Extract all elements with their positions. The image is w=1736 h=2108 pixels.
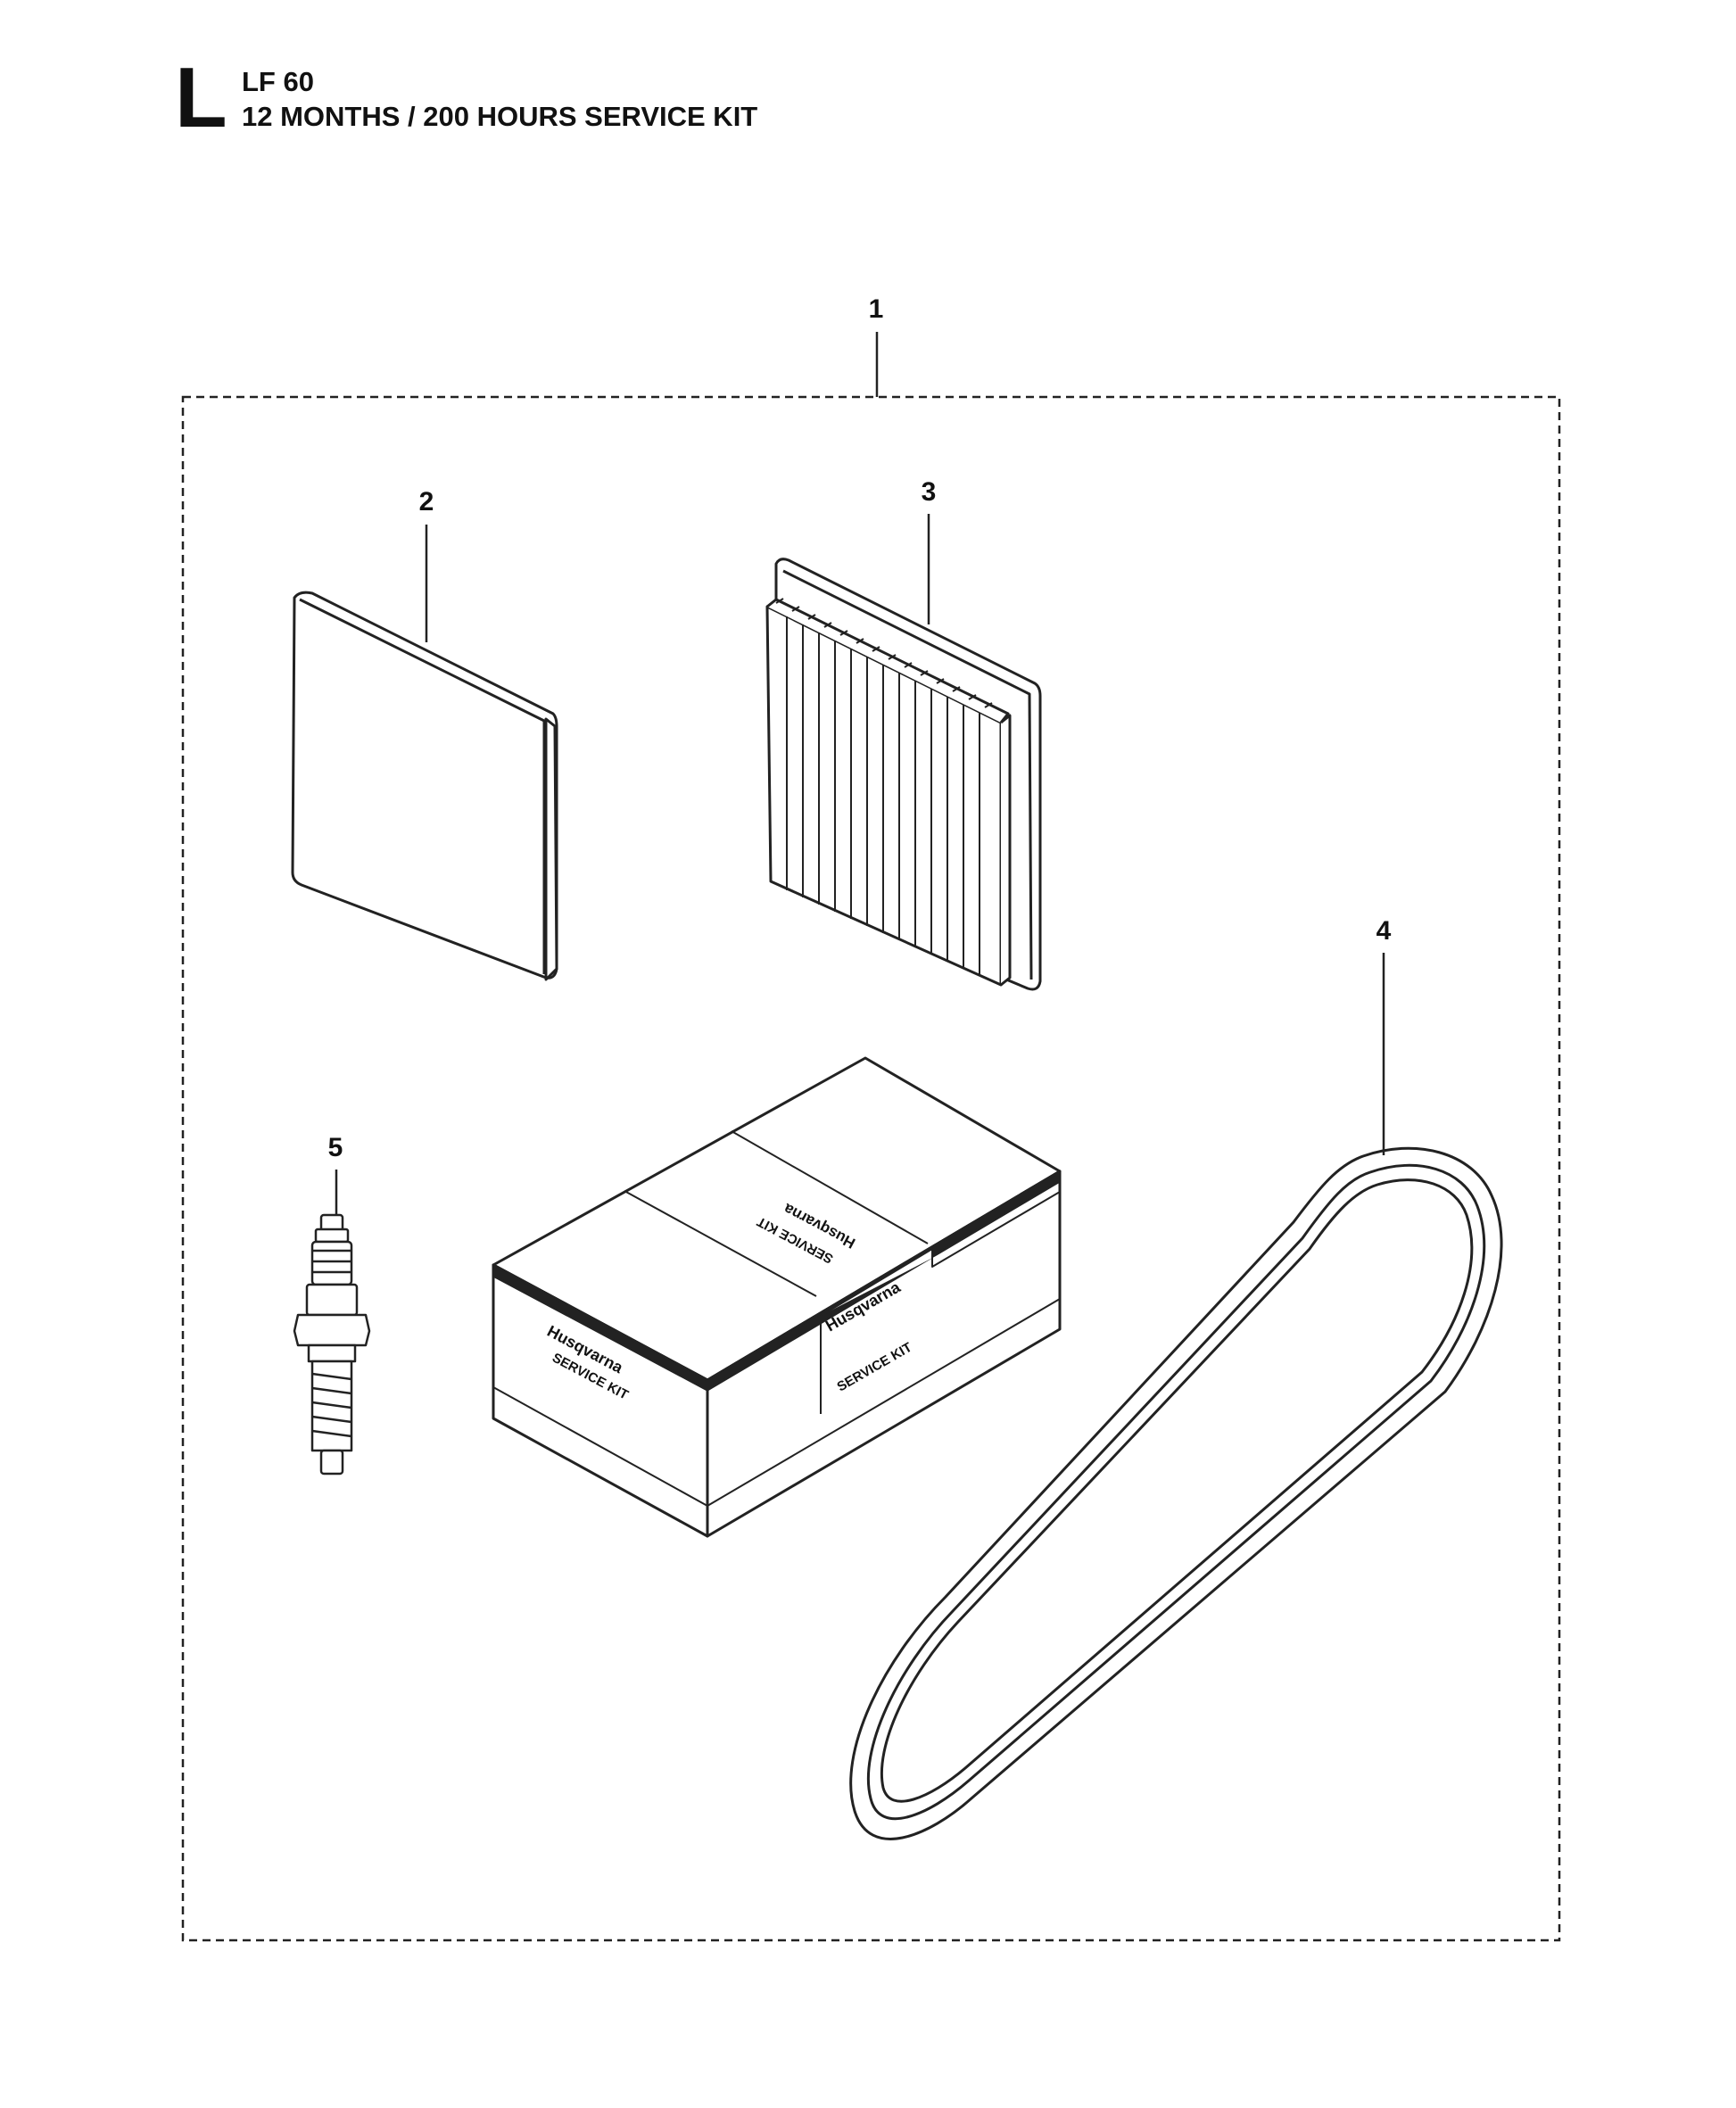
callout-5: 5 (328, 1133, 343, 1162)
page-title: 12 MONTHS / 200 HOURS SERVICE KIT (242, 101, 758, 132)
drive-belt (849, 1146, 1503, 1840)
service-kit-box (492, 1056, 1062, 1538)
callout-4: 4 (1376, 916, 1392, 946)
model-name: LF 60 (242, 66, 314, 97)
spark-plug (293, 1213, 371, 1476)
callout-1: 1 (869, 294, 884, 324)
air-filter (765, 558, 1042, 991)
pre-filter-pad (291, 591, 558, 981)
callout-3: 3 (922, 477, 937, 507)
section-letter: L (175, 50, 227, 145)
kit-boundary (181, 395, 1561, 1942)
callout-2: 2 (419, 487, 434, 517)
